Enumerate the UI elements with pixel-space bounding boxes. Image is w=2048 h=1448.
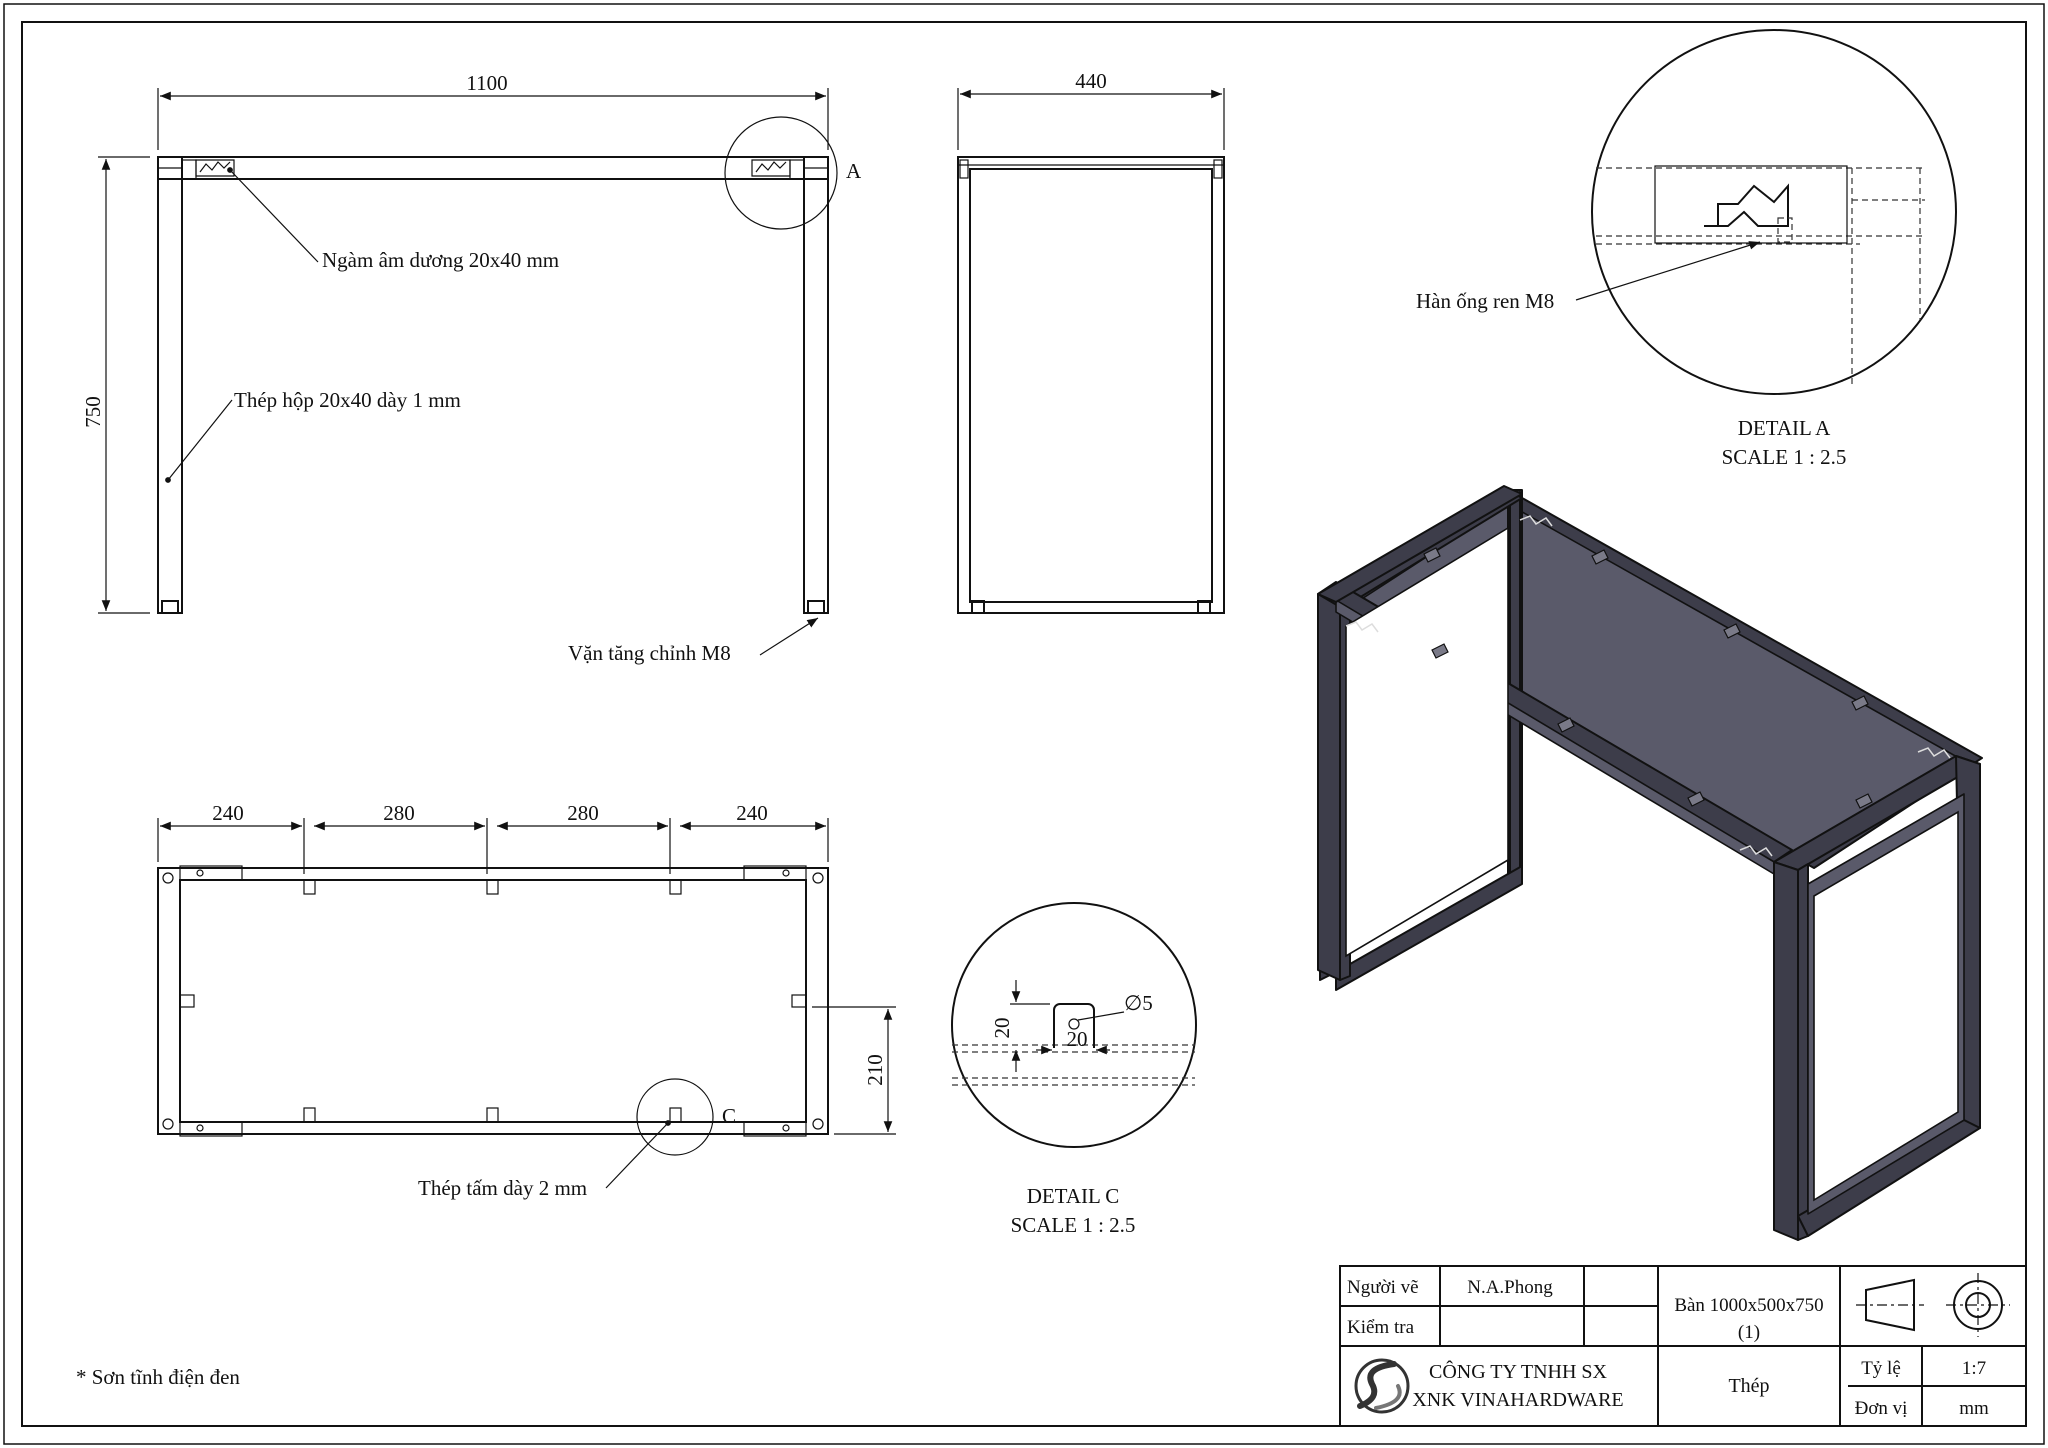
side-view	[957, 88, 1225, 614]
drawn-by-value: N.A.Phong	[1467, 1277, 1553, 1298]
front-view	[98, 88, 838, 656]
detail-a-title: DETAIL A	[1738, 416, 1831, 440]
top-dim-2: 280	[383, 801, 415, 825]
scale-value: 1:7	[1962, 1358, 1986, 1379]
company-name-line2: XNK VINAHARDWARE	[1412, 1389, 1623, 1411]
drawn-by-label: Người vẽ	[1347, 1277, 1419, 1298]
product-index: (1)	[1738, 1322, 1760, 1343]
top-view	[157, 818, 896, 1189]
sheet-outer-border	[3, 3, 2045, 1445]
joint-label: Ngàm âm dương 20x40 mm	[322, 248, 559, 272]
detail-c-view	[951, 902, 1197, 1148]
company-name-line1: CÔNG TY TNHH SX	[1429, 1359, 1608, 1383]
detail-c-dim-horizontal: 20	[1067, 1027, 1088, 1051]
front-width-dim: 1100	[466, 71, 507, 95]
detail-c-title: DETAIL C	[1027, 1184, 1120, 1208]
plate-label: Thép tấm dày 2 mm	[418, 1176, 587, 1200]
detail-a-scale: SCALE 1 : 2.5	[1722, 445, 1847, 469]
detail-c-dim-vertical: 20	[990, 1018, 1014, 1039]
unit-label: Đơn vị	[1855, 1398, 1908, 1419]
detail-c-scale: SCALE 1 : 2.5	[1011, 1213, 1136, 1237]
material-value: Thép	[1728, 1375, 1769, 1397]
tube-label: Thép hộp 20x40 dày 1 mm	[234, 388, 461, 412]
unit-value: mm	[1959, 1398, 1989, 1419]
detail-a-label: Hàn ống ren M8	[1416, 289, 1554, 313]
scale-label: Tỷ lệ	[1861, 1358, 1901, 1379]
foot-label: Vặn tăng chỉnh M8	[568, 641, 731, 665]
detail-c-dim-hole: ∅5	[1124, 991, 1153, 1015]
sheet-inner-border	[21, 21, 2027, 1427]
detail-c-marker: C	[722, 1104, 736, 1128]
top-dim-4: 240	[736, 801, 768, 825]
paint-note: * Sơn tĩnh điện đen	[76, 1365, 240, 1389]
isometric-view	[1317, 485, 1983, 1241]
title-block	[1339, 1265, 2027, 1427]
top-dim-3: 280	[567, 801, 599, 825]
company-logo	[1354, 1358, 1410, 1414]
detail-a-marker: A	[846, 159, 862, 183]
checked-label: Kiểm tra	[1347, 1317, 1415, 1338]
top-depth-dim: 210	[863, 1054, 887, 1086]
side-width-dim: 440	[1075, 69, 1107, 93]
detail-a-view	[1575, 29, 1957, 395]
top-dim-1: 240	[212, 801, 244, 825]
product-name: Bàn 1000x500x750	[1674, 1295, 1823, 1316]
front-height-dim: 750	[81, 396, 105, 428]
